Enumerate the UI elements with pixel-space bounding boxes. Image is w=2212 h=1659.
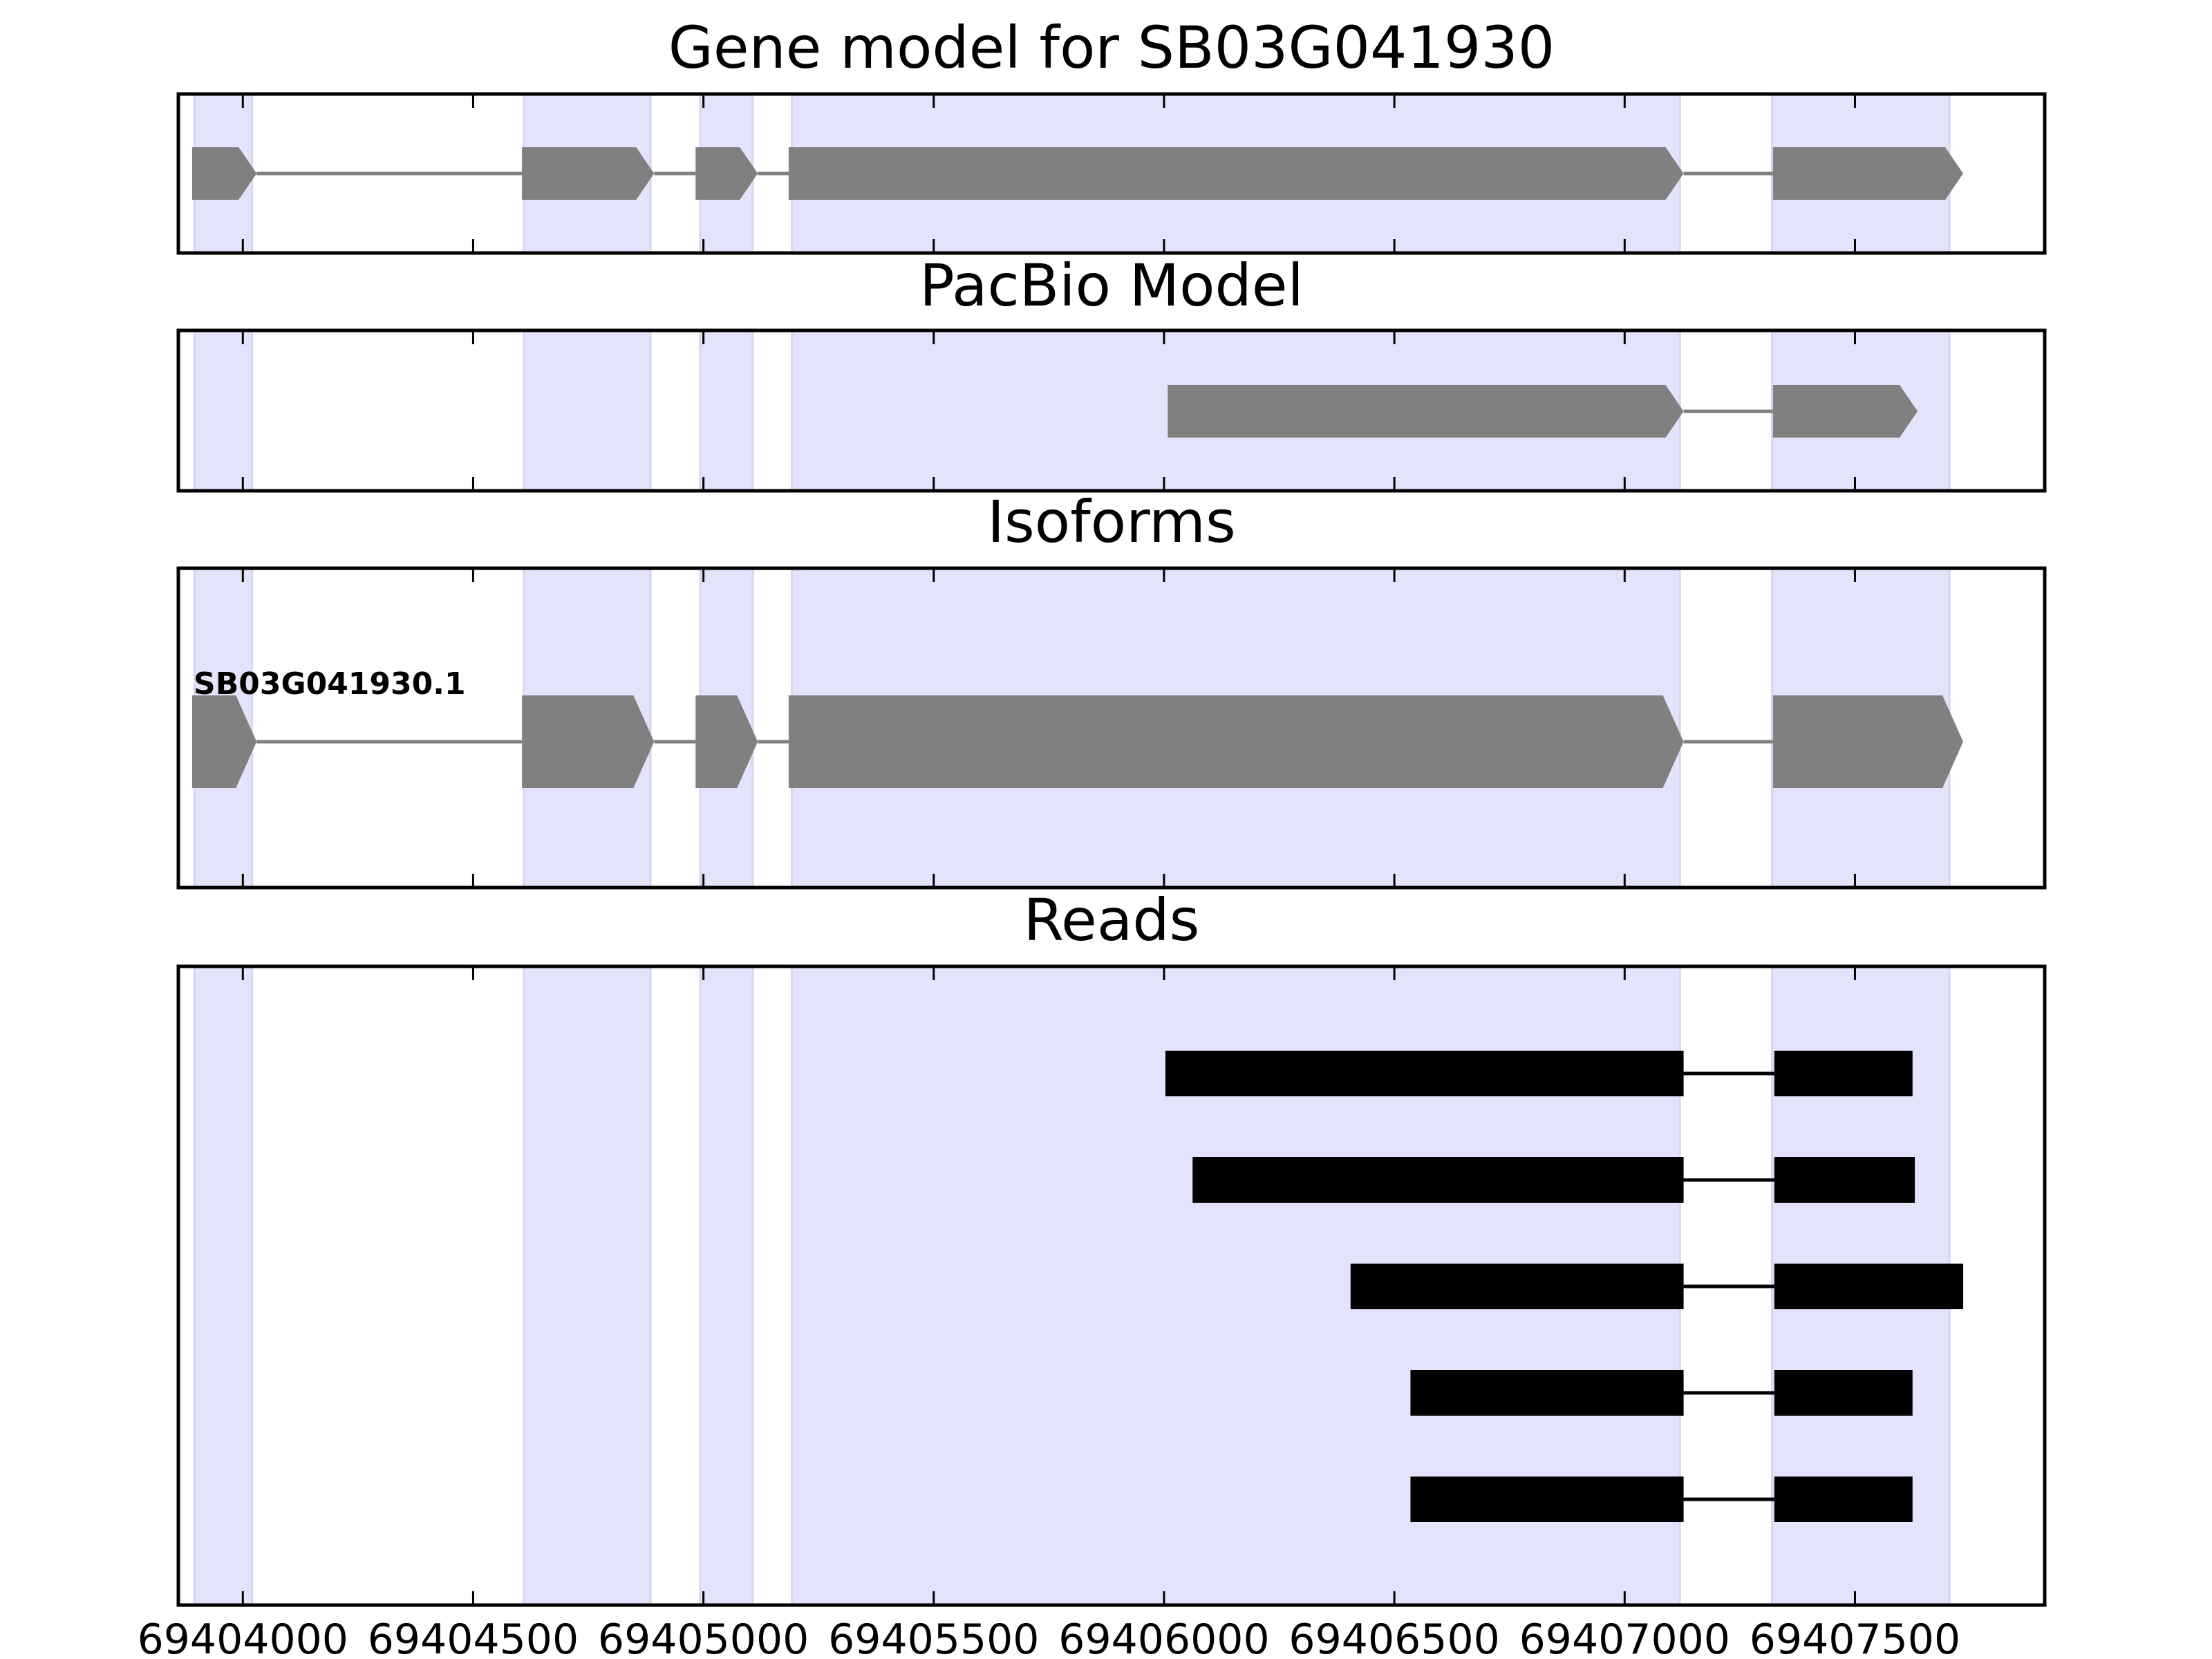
read-block [1774,1477,1913,1522]
panel-2: PacBio Model [176,252,2047,493]
panel-title: Isoforms [987,488,1236,556]
read-block [1774,1157,1915,1203]
read-3 [1350,1264,1964,1309]
exon-block [1772,695,1964,788]
x-tick-label: 69404000 [138,1615,348,1659]
read-2 [1192,1157,1915,1203]
read-block [1165,1051,1684,1096]
exon-block [191,695,257,788]
panel-title: Gene model for SB03G041930 [668,14,1555,82]
x-tick-label: 69406500 [1288,1615,1499,1659]
axes-frame [176,964,2047,1607]
panel-4: Reads [176,886,2047,1607]
exon-block [191,147,257,200]
read-1 [1165,1051,1913,1096]
exon-block [788,147,1684,200]
x-tick-label: 69407000 [1519,1615,1730,1659]
x-tick-label: 69406000 [1058,1615,1269,1659]
panel-title: PacBio Model [919,252,1304,319]
highlight-region [193,329,254,492]
highlight-region [193,965,254,1606]
x-tick-label: 69407500 [1750,1615,1960,1659]
highlight-region [523,329,652,492]
exon-block [695,147,758,200]
x-tick-label: 69405000 [598,1615,809,1659]
read-block [1350,1264,1684,1309]
axes-frame [176,566,2047,890]
exon-block [1772,385,1918,438]
x-tick-label: 69405500 [828,1615,1039,1659]
read-block [1774,1370,1913,1416]
highlight-region [699,965,754,1606]
panel-title: Reads [1024,886,1200,954]
read-5 [1410,1477,1913,1522]
x-axis-labels: 69404000 69404500 69405000 69405500 69406000… [138,1615,1961,1659]
read-block [1192,1157,1684,1203]
x-tick-label: 69404500 [368,1615,579,1659]
read-block [1774,1264,1964,1309]
axes-frame [176,328,2047,493]
exon-block [695,695,758,788]
highlight-region [523,965,652,1606]
read-block [1410,1370,1684,1416]
panel-1: Gene model for SB03G041930 [176,14,2047,255]
axes-frame [176,92,2047,255]
exon-block [522,695,655,788]
highlight-region [699,329,754,492]
exon-block [522,147,655,200]
read-block [1774,1051,1913,1096]
exon-block [1168,385,1684,438]
exon-block [1772,147,1964,200]
isoform-label: SB03G041930.1 [194,666,466,702]
exon-block [788,695,1684,788]
read-block [1410,1477,1684,1522]
read-4 [1410,1370,1913,1416]
